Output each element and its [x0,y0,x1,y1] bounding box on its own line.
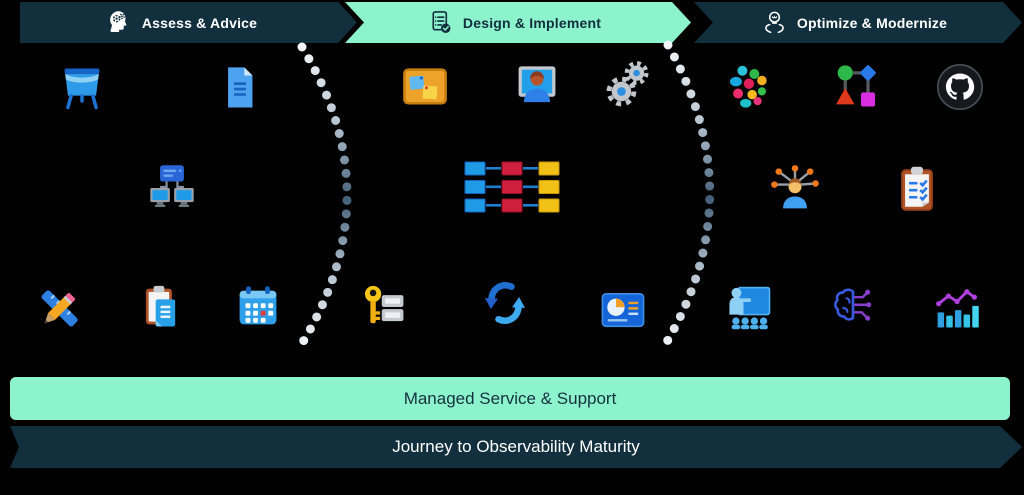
journey-banner: Journey to Observability Maturity [10,426,1022,468]
clipboard-document-icon [134,281,186,333]
key-server-icon [359,281,411,333]
network-diagram-icon [146,162,198,214]
sync-arrows-icon [479,277,531,329]
managed-service-label: Managed Service & Support [403,388,617,408]
integration-cluster-icon [724,61,776,113]
divider-arc-left [293,42,352,355]
person-network-icon [769,164,821,216]
phase-label-design-implement: Design & Implement [462,14,602,31]
pencil-ruler-icon [34,282,86,334]
journey-label: Journey to Observability Maturity [392,437,640,456]
document-icon [214,62,266,114]
github-icon [934,61,986,113]
phase-banner-optimize-modernize: Optimize & Modernize [694,2,1022,43]
phase-label-assess-advice: Assess & Advice [141,14,258,31]
head-gears-icon [106,9,133,36]
dashboard-pie-icon [597,284,649,336]
checklist-clipboard-icon [891,164,943,216]
analytics-chart-icon [930,282,982,334]
training-icon [724,281,776,333]
flowchart-shapes-icon [829,61,881,113]
gears-icon [603,59,655,111]
user-monitor-icon [511,61,563,113]
managed-service-banner: Managed Service & Support [10,377,1010,420]
hands-lightbulb-icon [761,9,788,36]
checklist-icon [427,9,454,36]
divider-arc-right [660,40,715,350]
pinboard-icon [399,61,451,113]
calendar-icon [232,281,284,333]
phase-label-optimize-modernize: Optimize & Modernize [796,14,948,31]
block-grid-icon [462,160,562,216]
easel-icon [56,62,108,114]
phase-banner-design-implement: Design & Implement [345,2,691,43]
ai-brain-icon [827,282,879,334]
phase-banner-assess-advice: Assess & Advice [20,2,357,43]
